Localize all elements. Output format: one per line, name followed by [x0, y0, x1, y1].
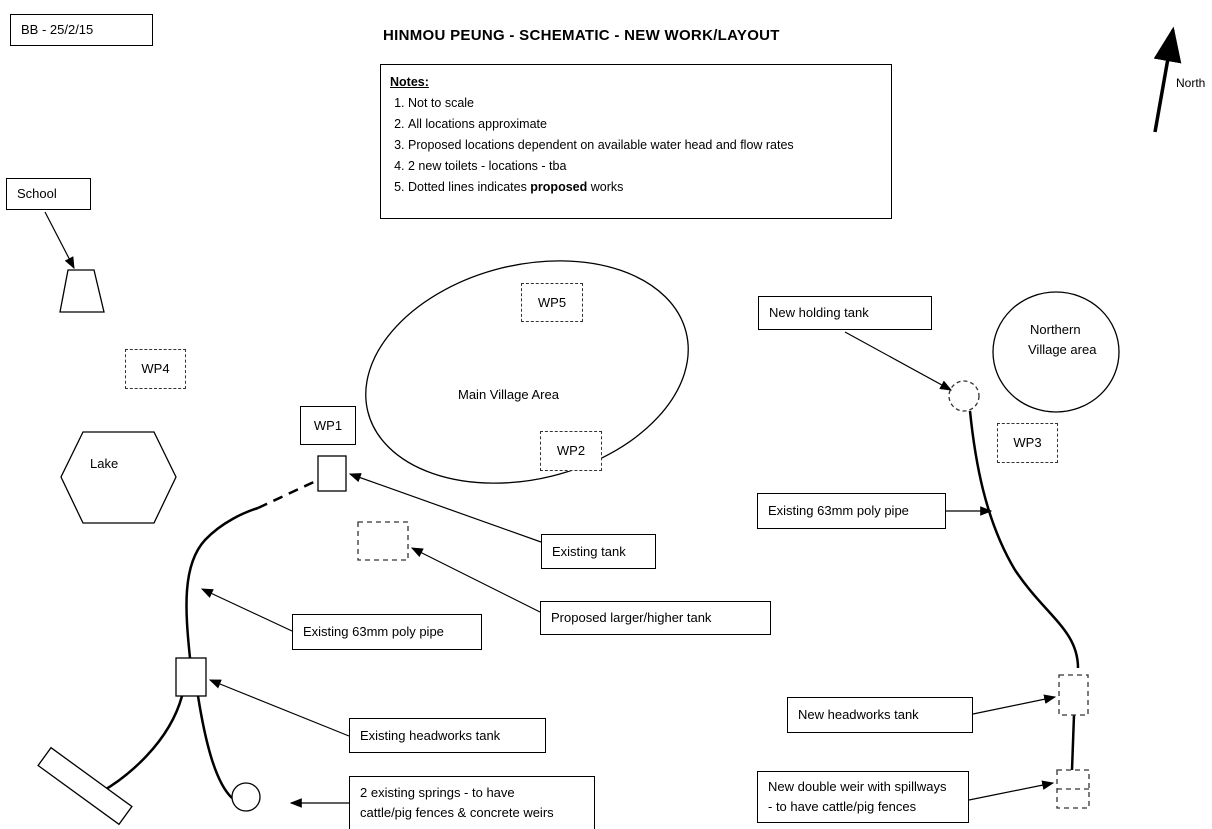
- new-holding-tank-label: New holding tank: [769, 305, 869, 320]
- arrow-existing-tank: [348, 473, 542, 543]
- pipe-headworks-weir: [1070, 714, 1076, 771]
- existing-tank-shape: [317, 455, 347, 492]
- notes-box: Notes: Not to scale All locations approx…: [380, 64, 892, 219]
- existing-pipe-left: [185, 506, 259, 659]
- arrow-new-headworks: [972, 694, 1057, 715]
- wp3-label: WP3: [1013, 435, 1042, 450]
- new-headworks-label: New headworks tank: [798, 707, 919, 722]
- new-weir-label-1: New double weir with spillways: [768, 779, 947, 794]
- main-village-label: Main Village Area: [458, 387, 559, 402]
- wp3-box: WP3: [997, 423, 1058, 463]
- wp1-label: WP1: [313, 417, 343, 433]
- new-weir-label-2: - to have cattle/pig fences: [768, 799, 917, 814]
- springs-box: 2 existing springs - to have cattle/pig …: [349, 776, 595, 829]
- northern-village-label-2: Village area: [1028, 342, 1097, 357]
- existing-headworks-label: Existing headworks tank: [360, 727, 501, 743]
- note-5-bold: proposed: [530, 180, 588, 194]
- spring-pipe-1: [89, 695, 184, 800]
- existing-tank-box: Existing tank: [541, 534, 656, 569]
- note-item: Dotted lines indicates proposed works: [408, 177, 882, 198]
- new-holding-tank-shape: [948, 380, 980, 412]
- new-headworks-box: New headworks tank: [787, 697, 973, 733]
- new-weir-box: New double weir with spillways - to have…: [757, 771, 969, 823]
- main-village-ellipse: [365, 260, 689, 484]
- arrow-holding-tank: [844, 331, 953, 391]
- proposed-tank-shape: [357, 521, 409, 561]
- north-label: North: [1176, 76, 1206, 90]
- existing-tank-label: Existing tank: [552, 543, 626, 559]
- school-label: School: [17, 186, 57, 201]
- lake-shape: [60, 431, 177, 524]
- school-arrow: [44, 211, 75, 270]
- school-tank-shape: [59, 269, 105, 313]
- springs-label-1: 2 existing springs - to have: [360, 785, 515, 800]
- note-item: Proposed locations dependent on availabl…: [408, 135, 882, 156]
- arrow-new-weir: [968, 780, 1055, 801]
- existing-pipe-right: [968, 410, 1080, 669]
- north-arrow-icon: [1153, 26, 1182, 133]
- wp2-label: WP2: [556, 443, 586, 458]
- wp4-box: WP4: [125, 349, 186, 389]
- lake-label: Lake: [90, 456, 119, 471]
- wp4-label: WP4: [141, 361, 170, 376]
- proposed-tank-label: Proposed larger/higher tank: [551, 610, 712, 625]
- arrow-existing-pipe-left: [200, 588, 293, 632]
- note-5-suffix: works: [587, 180, 624, 194]
- note-item: Not to scale: [408, 93, 882, 114]
- arrow-proposed-tank: [410, 547, 541, 613]
- proposed-tank-box: Proposed larger/higher tank: [540, 601, 771, 635]
- new-headworks-shape: [1058, 674, 1089, 716]
- wp5-box: WP5: [521, 283, 583, 322]
- proposed-pipe-link: [257, 478, 319, 510]
- diagram-title: HINMOU PEUNG - SCHEMATIC - NEW WORK/LAYO…: [383, 27, 780, 44]
- arrow-existing-headworks: [208, 679, 350, 737]
- springs-label-2: cattle/pig fences & concrete weirs: [360, 805, 554, 820]
- wp1-box: WP1: [300, 406, 356, 445]
- northern-village-ellipse: [992, 291, 1120, 413]
- note-item: All locations approximate: [408, 114, 882, 135]
- note-item: 2 new toilets - locations - tba: [408, 156, 882, 177]
- date-label-box: BB - 25/2/15: [10, 14, 153, 46]
- spring-2-shape: [231, 782, 261, 812]
- spring-pipe-2: [196, 695, 233, 799]
- date-label: BB - 25/2/15: [21, 22, 94, 37]
- existing-headworks-box: Existing headworks tank: [349, 718, 546, 753]
- new-holding-tank-box: New holding tank: [758, 296, 932, 330]
- wp5-label: WP5: [537, 294, 567, 310]
- notes-heading: Notes:: [390, 75, 429, 89]
- existing-pipe-right-box: Existing 63mm poly pipe: [757, 493, 946, 529]
- notes-list: Not to scale All locations approximate P…: [390, 93, 882, 198]
- existing-pipe-right-label: Existing 63mm poly pipe: [768, 503, 909, 518]
- school-label-box: School: [6, 178, 91, 210]
- northern-village-label-1: Northern: [1030, 322, 1081, 337]
- spring-1-shape: [37, 746, 133, 826]
- existing-pipe-left-box: Existing 63mm poly pipe: [292, 614, 482, 650]
- existing-pipe-left-label: Existing 63mm poly pipe: [303, 624, 444, 639]
- wp2-box: WP2: [540, 431, 602, 471]
- note-5-prefix: Dotted lines indicates: [408, 180, 531, 194]
- existing-headworks-shape: [175, 657, 207, 697]
